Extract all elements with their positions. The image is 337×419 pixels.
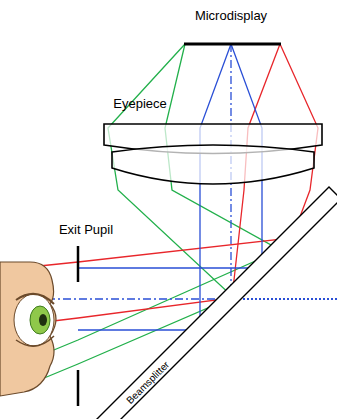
beamsplitter (97, 187, 337, 419)
part-label: Eyepiece (113, 97, 166, 111)
eyelid (16, 336, 54, 346)
blue-ray (78, 44, 231, 330)
exit-pupil-stop (77, 370, 80, 406)
microdisplay (184, 43, 281, 46)
part-label: Microdisplay (195, 9, 267, 23)
see-through-axis (231, 298, 337, 300)
face-profile (0, 262, 56, 396)
part-label: Exit Pupil (59, 223, 113, 237)
green-ray (20, 44, 280, 364)
exit-pupil-stop (77, 246, 80, 282)
eyelid (16, 294, 54, 304)
eye (0, 262, 56, 396)
eyeball (14, 294, 54, 346)
iris (30, 306, 50, 334)
red-ray (20, 44, 318, 268)
beamsplitter-label: Beamsplitter (124, 358, 171, 405)
eyepiece-lens (112, 145, 314, 184)
ray-bundles (20, 44, 337, 388)
pupil (39, 314, 47, 326)
optical-axis (40, 298, 231, 299)
